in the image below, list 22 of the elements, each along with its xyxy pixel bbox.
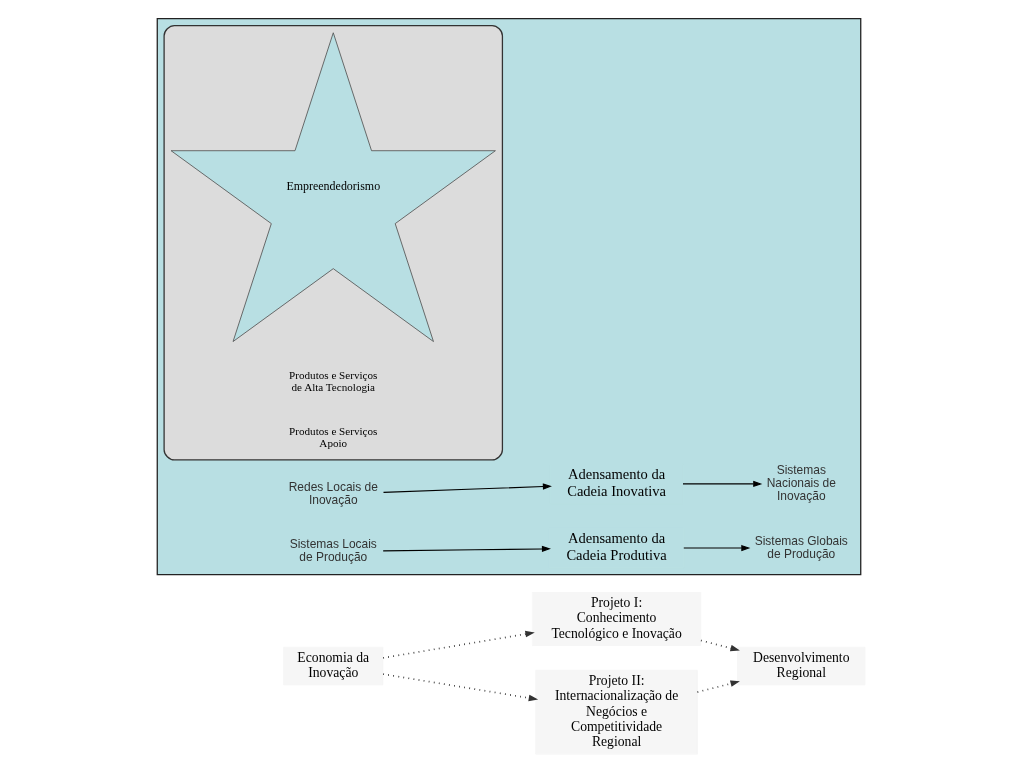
arrow [382,483,552,493]
arrow [696,680,740,693]
node-text: Redes Locais de Inovação [288,479,378,507]
node-box: Projeto II: Internacionalização de Negócios e Competitividade Regional [535,669,698,755]
node-box: Economia da Inovação [283,646,384,686]
arrow [682,480,763,488]
arrow [700,639,740,652]
cluster [156,18,862,576]
node-box: Desenvolvimento Regional [737,646,866,686]
node-text: Adensamento da Cadeia Produtiva [566,530,667,563]
node-box: Projeto I: Conhecimento Tecnológico e Inovação [531,592,702,646]
node-text: Adensamento da Cadeia Inovativa [567,466,666,499]
node-text: Sistemas Nacionais de Inovação [766,463,836,503]
node-text: Sistemas Locais de Produção [289,537,377,565]
label: Produtos e Serviços Apoio [289,424,378,449]
arrow [382,630,535,659]
arrow [382,545,551,553]
node-text: Sistemas Globais de Produção [754,533,848,561]
arrow [382,673,539,702]
arrow [683,544,751,552]
cluster [163,24,504,461]
label: Produtos e Serviços de Alta Tecnologia [289,369,378,394]
